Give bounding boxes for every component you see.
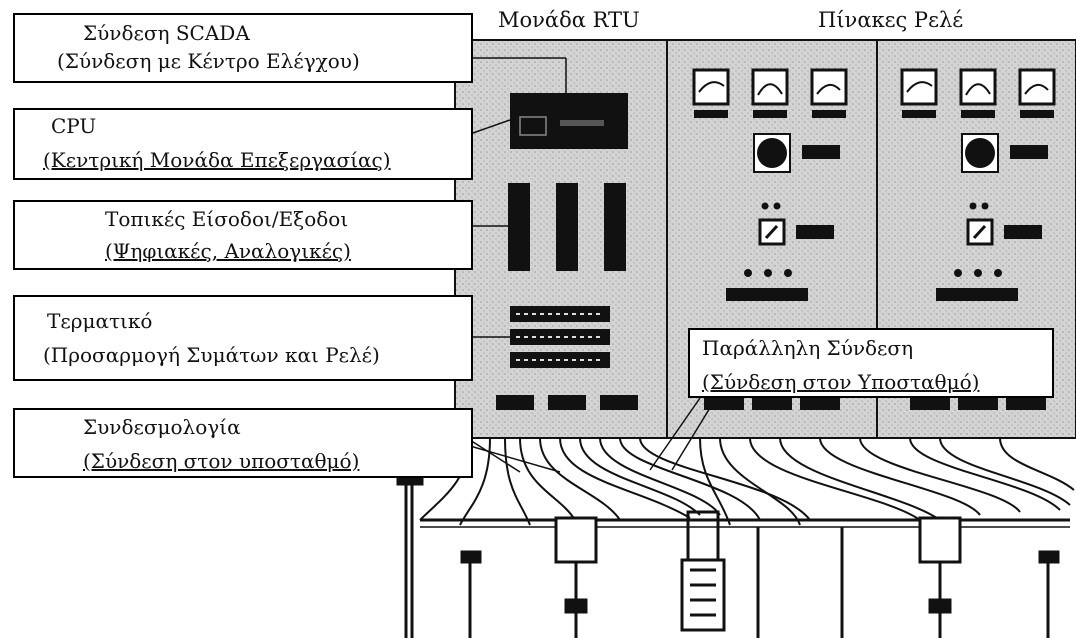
callout-terminal-subtitle: (Προσαρμογή Συμάτων και Ρελέ)	[43, 341, 471, 369]
callout-cpu: CPU (Κεντρική Μονάδα Επεξεργασίας)	[13, 108, 473, 180]
callout-parallel-subtitle: (Σύνδεση στον Υποσταθμό)	[702, 368, 1052, 396]
callout-scada: Σύνδεση SCADA (Σύνδεση με Κέντρο Ελέγχου…	[13, 13, 473, 83]
callout-wiring-subtitle: (Σύνδεση στον υποσταθμό)	[83, 447, 471, 475]
callout-wiring-title: Συνδεσμολογία	[83, 413, 471, 441]
callout-io: Τοπικές Είσοδοι/Εξοδοι (Ψηφιακές, Αναλογ…	[13, 200, 473, 270]
io-module-2	[556, 183, 578, 271]
callout-scada-title: Σύνδεση SCADA	[39, 19, 471, 47]
relay-2-dial	[965, 138, 995, 168]
callout-wiring: Συνδεσμολογία (Σύνδεση στον υποσταθμό)	[13, 408, 473, 478]
relay-panels-header: Πίνακες Ρελέ	[814, 8, 967, 32]
callout-cpu-subtitle: (Κεντρική Μονάδα Επεξεργασίας)	[43, 146, 471, 174]
callout-io-subtitle: (Ψηφιακές, Αναλογικές)	[105, 237, 471, 265]
relay-panel-1-meters	[694, 70, 846, 118]
callout-parallel-title: Παράλληλη Σύνδεση	[702, 334, 1052, 362]
io-module-3	[604, 183, 626, 271]
rtu-header: Μονάδα RTU	[494, 8, 644, 32]
cable-bundle	[420, 438, 1074, 525]
callout-io-title: Τοπικές Είσοδοι/Εξοδοι	[105, 205, 471, 233]
callout-parallel: Παράλληλη Σύνδεση (Σύνδεση στον Υποσταθμ…	[688, 328, 1054, 398]
relay-1-dial	[757, 138, 787, 168]
callout-cpu-title: CPU	[51, 112, 471, 140]
callout-terminal: Τερματικό (Προσαρμογή Συμάτων και Ρελέ)	[13, 295, 473, 381]
terminal-strip	[510, 306, 610, 368]
callout-terminal-title: Τερματικό	[43, 307, 471, 335]
io-module-1	[508, 183, 530, 271]
callout-scada-subtitle: (Σύνδεση με Κέντρο Ελέγχου)	[39, 47, 471, 75]
relay-panel-2-meters	[902, 70, 1054, 118]
substation-bays	[398, 472, 1058, 638]
